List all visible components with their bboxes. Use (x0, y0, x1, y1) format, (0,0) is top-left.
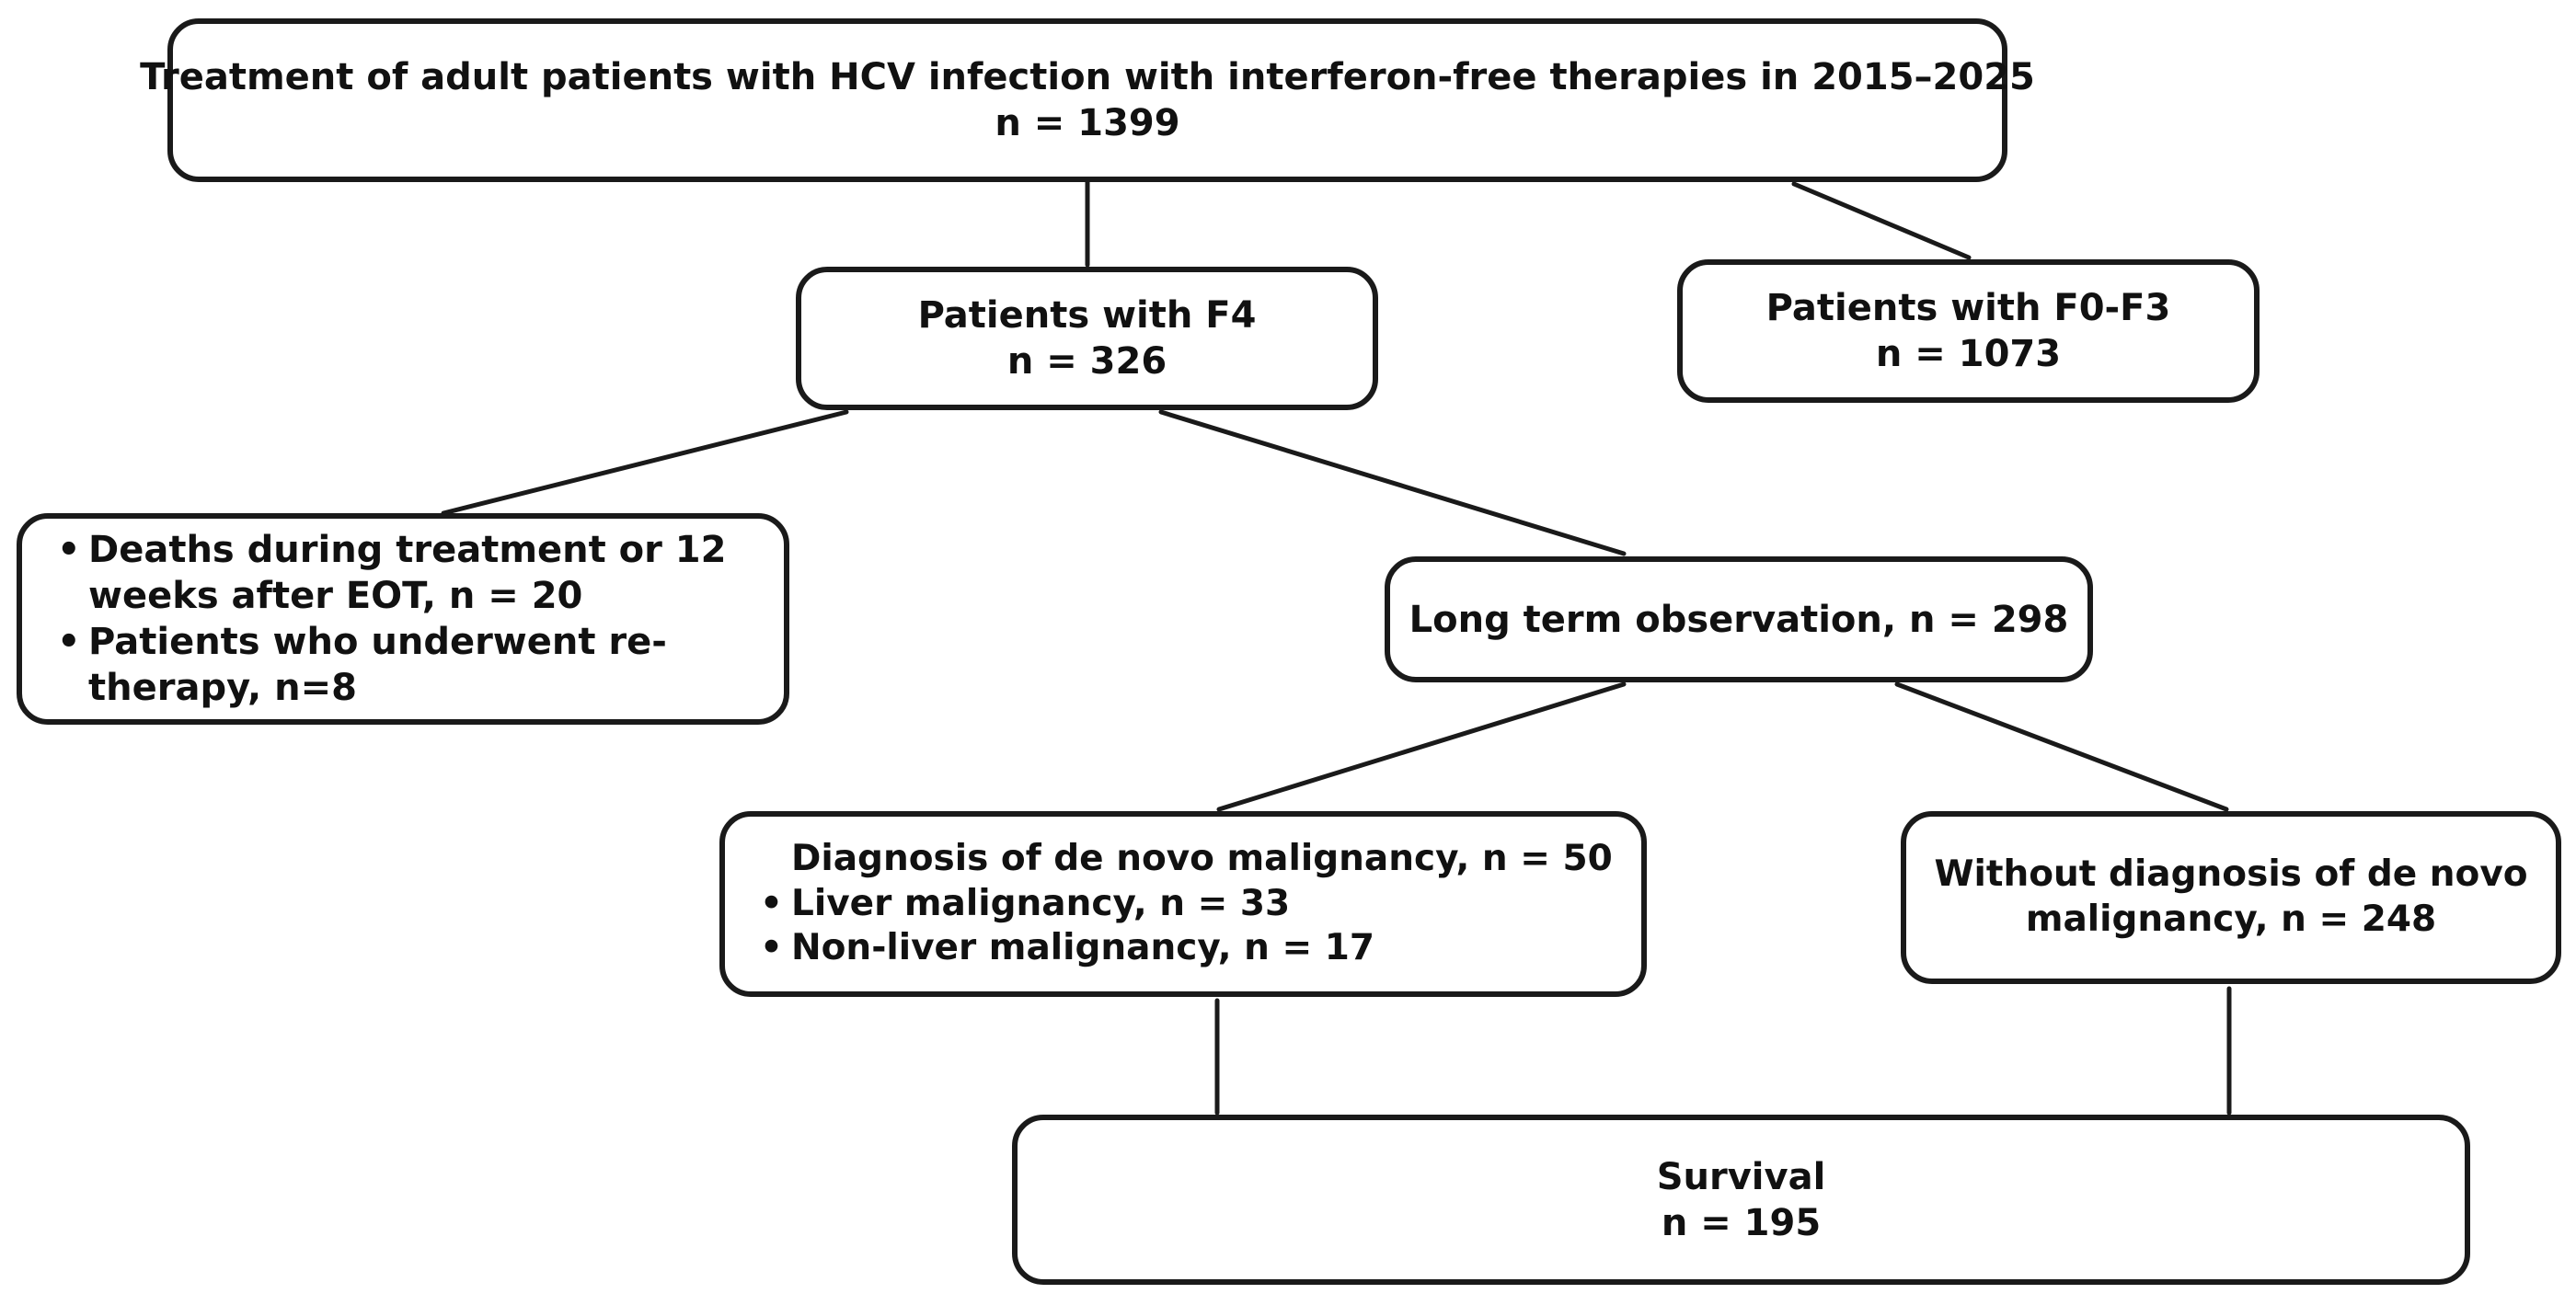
box-treatment-overview: Treatment of adult patients with HCV inf… (140, 18, 2035, 182)
observation-title: Long term observation, n = 298 (1409, 598, 2069, 641)
malignancy-title: Diagnosis of de novo malignancy, n = 50 (791, 837, 1613, 879)
malignancy-liver: Liver malignancy, n = 33 (754, 882, 1641, 927)
connector-observation-to-no-malignancy (1894, 681, 2229, 812)
box-excluded-patients: Deaths during treatment or 12 weeks afte… (17, 513, 789, 725)
treatment-title: Treatment of adult patients with HCV inf… (140, 56, 2035, 98)
excluded-list: Deaths during treatment or 12 weeks afte… (52, 527, 756, 711)
connector-top-to-f0f3 (1791, 181, 1972, 260)
excluded-deaths: Deaths during treatment or 12 weeks afte… (52, 527, 756, 619)
treatment-count: n = 1399 (995, 102, 1180, 144)
connector-observation-to-malignancy (1216, 681, 1627, 812)
survival-title: Survival (1656, 1155, 1826, 1198)
connector-f4-to-observation (1158, 409, 1627, 556)
box-survival: Survival n = 195 (1012, 1115, 2470, 1285)
no-malignancy-line-1: Without diagnosis of de novo (1934, 853, 2528, 896)
box-de-novo-malignancy: Diagnosis of de novo malignancy, n = 50 … (719, 811, 1647, 997)
survival-count: n = 195 (1661, 1201, 1822, 1244)
malignancy-list: Liver malignancy, n = 33 Non-liver malig… (754, 882, 1641, 972)
f4-count: n = 326 (1006, 340, 1167, 383)
box-without-malignancy: Without diagnosis of de novo malignancy,… (1901, 811, 2561, 984)
excluded-retherapy: Patients who underwent re-therapy, n=8 (52, 619, 756, 711)
connector-f4-to-excluded (441, 409, 849, 516)
f4-title: Patients with F4 (917, 294, 1257, 337)
box-patients-f4: Patients with F4 n = 326 (796, 267, 1378, 410)
f0f3-count: n = 1073 (1875, 333, 2062, 375)
box-long-term-observation: Long term observation, n = 298 (1385, 556, 2093, 682)
malignancy-non-liver: Non-liver malignancy, n = 17 (754, 926, 1641, 971)
box-patients-f0-f3: Patients with F0-F3 n = 1073 (1677, 259, 2260, 403)
no-malignancy-line-2: malignancy, n = 248 (2025, 899, 2437, 940)
f0f3-title: Patients with F0-F3 (1765, 287, 2171, 329)
